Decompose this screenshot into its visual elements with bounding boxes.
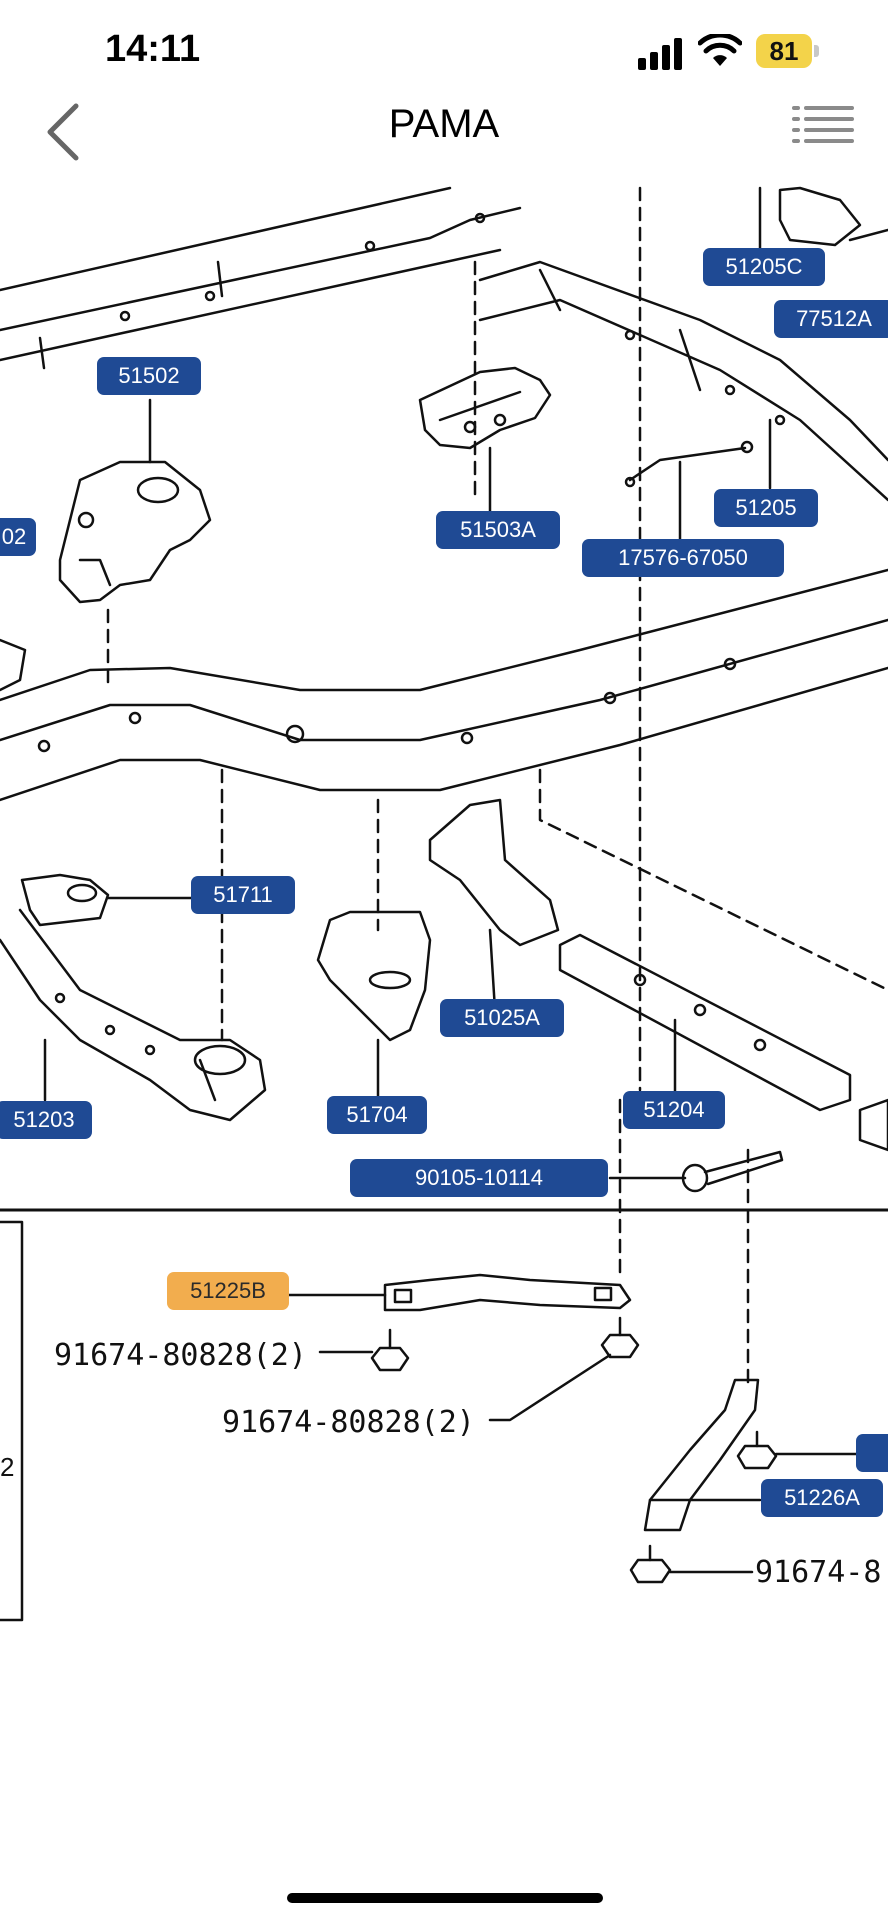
part-callout-17576-67050[interactable]: 17576-67050 [582, 539, 784, 577]
part-callout-90105-10114[interactable]: 90105-10114 [350, 1159, 608, 1197]
part-label-91674-80828-left[interactable]: 91674-80828(2) [54, 1338, 307, 1373]
part-callout-51025a[interactable]: 51025A [440, 999, 564, 1037]
part-callout-51711[interactable]: 51711 [191, 876, 295, 914]
part-callout-51226a[interactable]: 51226A [761, 1479, 883, 1517]
parts-diagram[interactable] [0, 186, 888, 1626]
part-callout-51225b[interactable]: 51225B [167, 1272, 289, 1310]
part-callout-02[interactable]: 02 [0, 518, 36, 556]
menu-button[interactable] [790, 102, 856, 148]
part-label-91674-8-right[interactable]: 91674-8 [755, 1555, 882, 1590]
part-callout-51503a[interactable]: 51503A [436, 511, 560, 549]
cellular-signal-icon [638, 36, 688, 70]
chevron-left-icon [47, 103, 79, 161]
status-time: 14:11 [105, 28, 201, 70]
part-callout-51204[interactable]: 51204 [623, 1091, 725, 1129]
part-callout-51203[interactable]: 51203 [0, 1101, 92, 1139]
part-callout-51205[interactable]: 51205 [714, 489, 818, 527]
battery-icon: 81 [756, 34, 812, 68]
part-callout-51205c[interactable]: 51205C [703, 248, 825, 286]
part-callout-offscreen[interactable] [856, 1434, 888, 1472]
back-button[interactable] [36, 96, 96, 184]
status-bar: 14:11 81 [0, 0, 888, 100]
home-indicator[interactable] [287, 1893, 603, 1903]
part-label-left-box: 2 [0, 1452, 15, 1482]
battery-tip [814, 45, 819, 57]
part-callout-77512a[interactable]: 77512A [774, 300, 888, 338]
wifi-icon [698, 34, 742, 66]
list-icon [792, 106, 854, 143]
battery-level: 81 [769, 36, 799, 66]
part-label-91674-80828-center[interactable]: 91674-80828(2) [222, 1405, 475, 1440]
page-title: PAMA [388, 102, 500, 146]
part-callout-51704[interactable]: 51704 [327, 1096, 427, 1134]
part-callout-51502[interactable]: 51502 [97, 357, 201, 395]
